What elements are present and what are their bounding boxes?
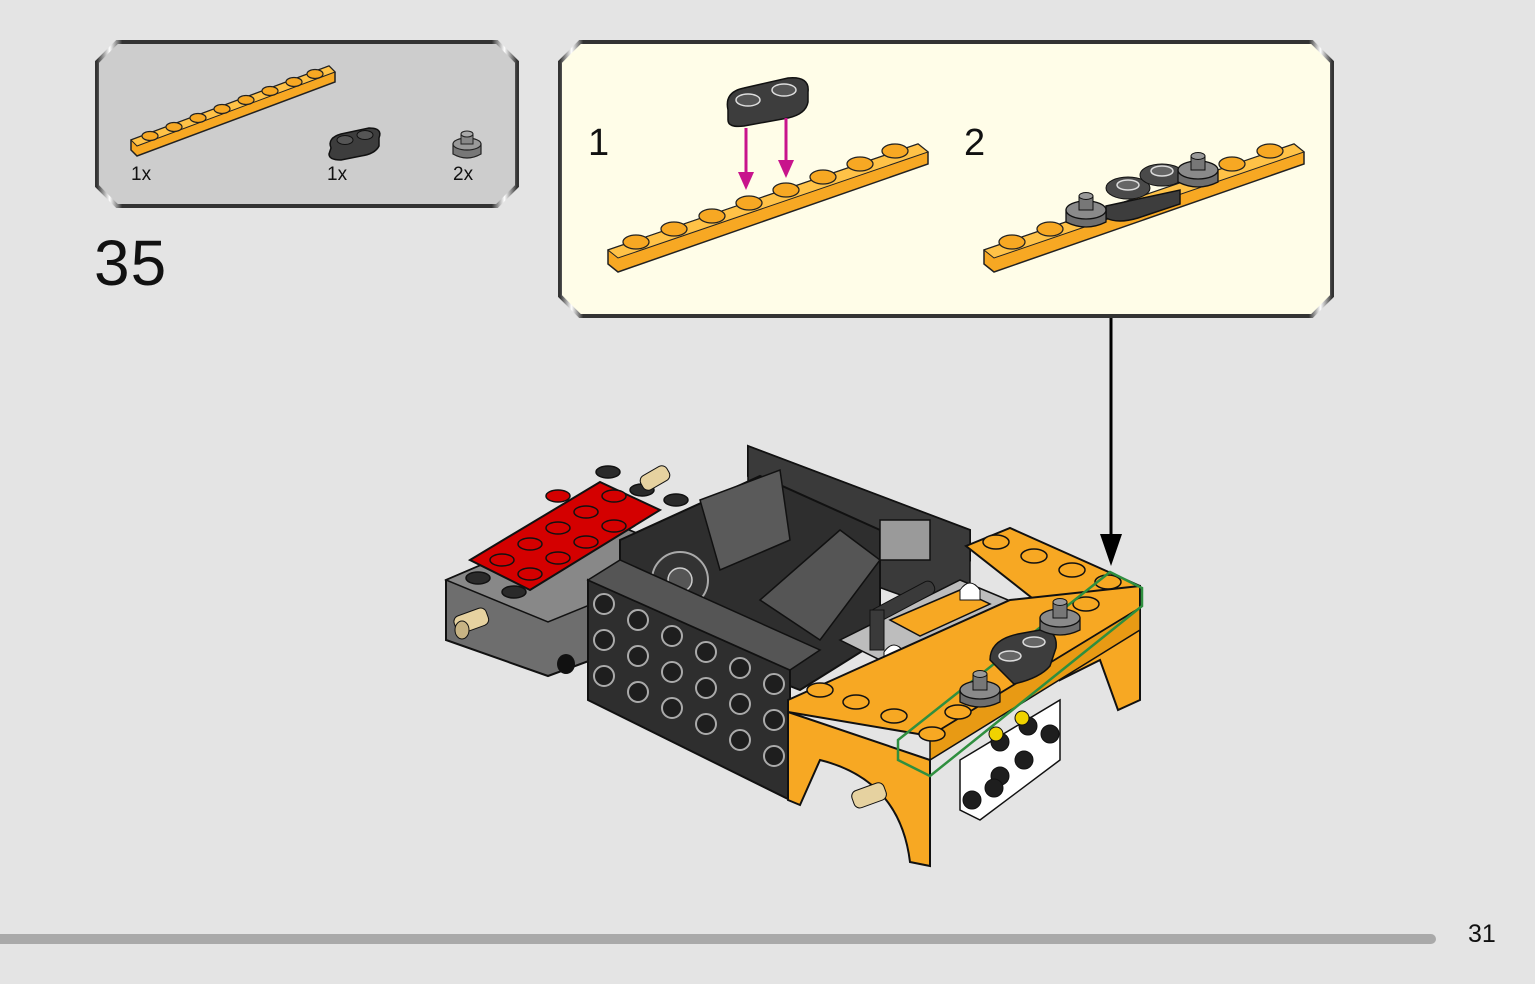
substep-panel: 1 2	[558, 40, 1334, 318]
page-number: 31	[1468, 920, 1496, 948]
parts-list-panel: 1x 1x 2x	[95, 40, 519, 208]
page-progress-bar	[0, 934, 1436, 944]
step-number: 35	[94, 227, 168, 299]
dark-grey-rounded-plate-icon	[328, 127, 381, 161]
side-beam	[586, 559, 822, 802]
orange-plate-1x8-icon	[130, 65, 336, 157]
engine-bay	[619, 468, 931, 692]
placement-arrow	[1100, 318, 1122, 566]
grey-round-plate-icon	[452, 130, 482, 159]
substep-number-2: 2	[964, 122, 986, 164]
part-quantity: 1x	[131, 164, 152, 185]
substep-number-1: 1	[588, 122, 610, 164]
substep-panel-frame	[558, 40, 1334, 318]
part-quantity: 1x	[327, 164, 348, 185]
substep-1-illustration	[606, 77, 930, 273]
substep-2-illustration	[982, 143, 1306, 273]
parts-panel-frame	[95, 40, 519, 208]
new-parts-highlight	[896, 570, 1144, 778]
part-quantity: 2x	[453, 164, 474, 185]
